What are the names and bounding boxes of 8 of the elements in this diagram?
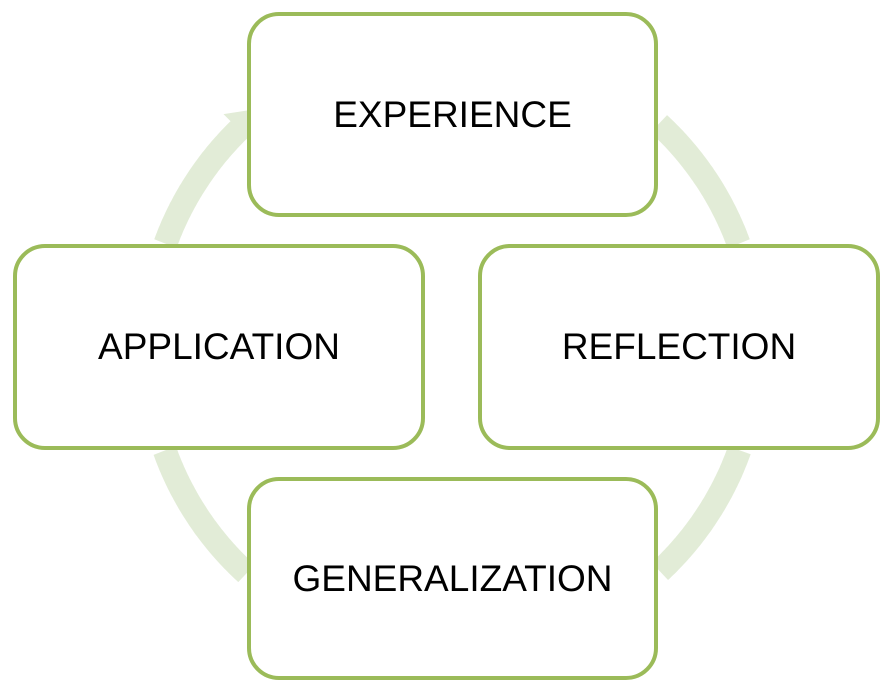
box-label: EXPERIENCE bbox=[333, 94, 572, 136]
process-box bbox=[247, 477, 658, 680]
box-label: GENERALIZATION bbox=[292, 558, 613, 600]
box-label: APPLICATION bbox=[98, 326, 340, 368]
process-box bbox=[13, 244, 425, 450]
box-label: REFLECTION bbox=[562, 326, 796, 368]
process-box bbox=[478, 244, 880, 450]
process-box bbox=[247, 12, 658, 217]
